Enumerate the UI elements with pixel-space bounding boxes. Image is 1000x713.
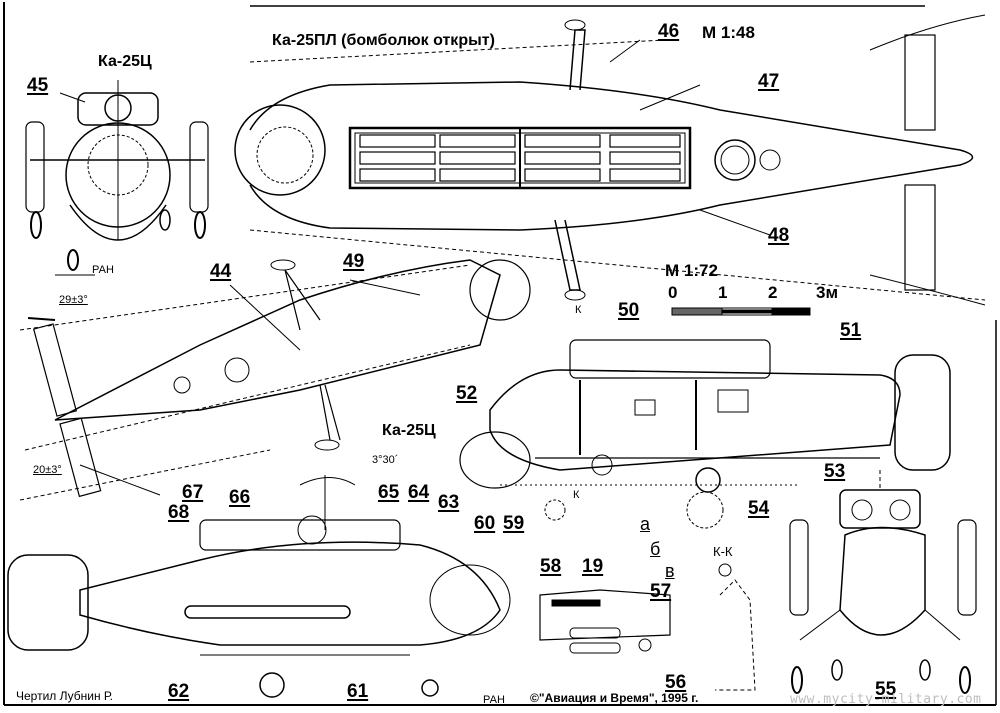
angle-rotor: 3°30´ [372, 454, 399, 466]
callout-47: 47 [758, 71, 780, 92]
author-credit: Чертил Лубнин Р. [16, 689, 113, 703]
front-view-ka25c [25, 80, 209, 276]
title-ka25c-plan: Ка-25Ц [382, 422, 436, 439]
callout-49: 49 [343, 251, 365, 272]
scale-1-72: М 1:72 [665, 261, 718, 280]
plan-view-ka25c [19, 259, 531, 498]
front-view-bottom-right [789, 470, 977, 694]
callout-50: 50 [618, 300, 640, 321]
callout-45: 45 [27, 75, 49, 96]
callout-44: 44 [210, 261, 232, 282]
scale-1-48: М 1:48 [702, 23, 755, 42]
callout-52: 52 [456, 383, 478, 404]
watermark: www.mycity-military.com [790, 692, 982, 707]
angle-upper-tail: 29±3° [59, 294, 88, 306]
side-view-lower [7, 449, 511, 698]
callout-59: 59 [503, 513, 525, 534]
callout-68: 68 [168, 502, 190, 523]
angle-lower-tail: 20±3° [33, 464, 62, 476]
callout-46: 46 [658, 21, 680, 42]
callout-64: 64 [408, 482, 430, 503]
letter-a: а [640, 514, 651, 534]
section-k-bottom: К [573, 489, 580, 501]
callout-57: 57 [650, 581, 672, 602]
callout-62: 62 [168, 681, 190, 702]
scale-bar [671, 307, 811, 316]
callout-51: 51 [840, 320, 862, 341]
side-view-upper [459, 339, 951, 529]
callout-60: 60 [474, 513, 496, 534]
callout-66: 66 [229, 487, 251, 508]
callout-58: 58 [540, 556, 562, 577]
scale-tick-0: 0 [668, 283, 678, 302]
pah-mark-1: РАН [92, 264, 114, 276]
top-view-ka25pl [234, 14, 986, 306]
section-kk: К-К [713, 544, 733, 559]
scale-tick-3m: 3м [816, 283, 839, 302]
pah-mark-2: РАН [483, 694, 505, 706]
callout-19: 19 [582, 556, 604, 577]
callout-61: 61 [347, 681, 369, 702]
title-ka25c-front: Ка-25Ц [98, 53, 152, 70]
callout-55: 55 [875, 679, 897, 700]
letter-b: б [650, 539, 661, 559]
callout-63: 63 [438, 492, 460, 513]
callout-53: 53 [824, 461, 846, 482]
scale-tick-1: 1 [718, 283, 728, 302]
callout-65: 65 [378, 482, 400, 503]
title-ka25pl: Ка-25ПЛ (бомболюк открыт) [272, 32, 495, 49]
callout-67: 67 [182, 482, 204, 503]
copyright-notice: ©"Авиация и Время", 1995 г. [530, 691, 699, 705]
callout-56: 56 [665, 672, 687, 693]
detail-k-view [539, 563, 756, 691]
callout-48: 48 [768, 225, 790, 246]
scale-tick-2: 2 [768, 283, 778, 302]
section-k-top: К [575, 304, 582, 316]
callout-54: 54 [748, 498, 770, 519]
letter-v: в [665, 561, 675, 581]
